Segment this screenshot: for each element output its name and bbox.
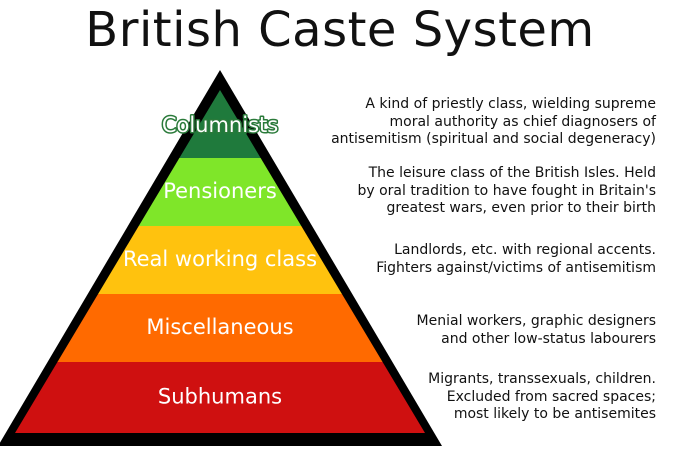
tier-description-miscellaneous: Menial workers, graphic designers and ot… bbox=[326, 313, 656, 348]
tier-real-working-class bbox=[98, 226, 342, 294]
description-line: most likely to be antisemites bbox=[453, 406, 656, 422]
tier-description-columnists: A kind of priestly class, wielding supre… bbox=[326, 96, 656, 149]
description-line: Fighters against/victims of antisemitism bbox=[376, 259, 656, 276]
tier-label-real-working-class: Real working class bbox=[123, 247, 317, 271]
description-line: Excluded from sacred spaces; bbox=[446, 388, 656, 405]
description-line: antisemitism (spiritual and social degen… bbox=[331, 131, 656, 147]
tier-columnists bbox=[179, 90, 261, 158]
description-line: greatest wars, even prior to their birth bbox=[386, 200, 656, 216]
description-line: by oral tradition to have fought in Brit… bbox=[357, 182, 656, 199]
tier-label-columnists: Columnists bbox=[162, 113, 278, 137]
description-line: and other low-status labourers bbox=[441, 330, 656, 347]
tier-subhumans bbox=[15, 362, 425, 433]
description-line: A kind of priestly class, wielding supre… bbox=[365, 96, 656, 112]
tier-label-miscellaneous: Miscellaneous bbox=[146, 315, 293, 339]
tier-description-real-working-class: Landlords, etc. with regional accents. F… bbox=[326, 242, 656, 277]
tier-description-subhumans: Migrants, transsexuals, children. Exclud… bbox=[326, 371, 656, 424]
diagram-title: British Caste System bbox=[85, 2, 595, 58]
tier-label-pensioners: Pensioners bbox=[163, 179, 277, 203]
description-line: Menial workers, graphic designers bbox=[416, 313, 656, 329]
description-line: The leisure class of the British Isles. … bbox=[368, 165, 656, 181]
description-line: Migrants, transsexuals, children. bbox=[428, 371, 656, 387]
tier-miscellaneous bbox=[57, 294, 383, 362]
tier-pensioners bbox=[138, 158, 302, 226]
tier-description-pensioners: The leisure class of the British Isles. … bbox=[326, 165, 656, 218]
description-line: Landlords, etc. with regional accents. bbox=[394, 242, 656, 258]
description-line: moral authority as chief diagnosers of bbox=[389, 113, 657, 130]
tier-label-subhumans: Subhumans bbox=[158, 385, 282, 409]
